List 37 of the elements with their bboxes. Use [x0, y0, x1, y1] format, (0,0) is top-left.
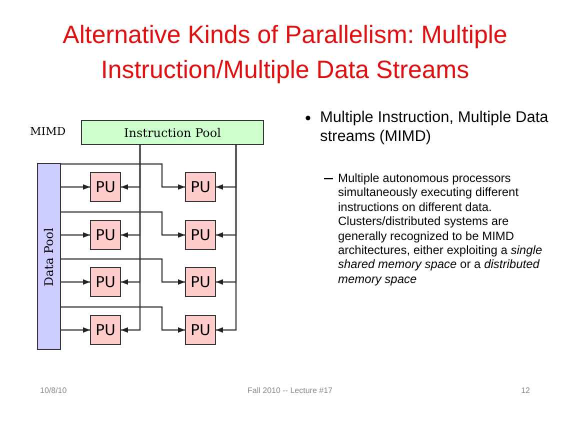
- footer-date: 10/8/10: [40, 386, 68, 395]
- arrow: [61, 163, 185, 190]
- arrow: [61, 232, 90, 238]
- arrow: [61, 184, 90, 190]
- arrow: [61, 279, 90, 285]
- processing-unit-box: [185, 267, 216, 297]
- arrow: [61, 306, 185, 333]
- node-label: PU: [95, 321, 116, 339]
- node-label: PU: [95, 178, 116, 196]
- slide-title: Alternative Kinds of Parallelism: Multiple Instruction/Multiple Data Streams: [62, 20, 508, 86]
- diagram-label: MIMD: [30, 125, 67, 138]
- node-label: PU: [190, 178, 211, 196]
- arrow: [61, 211, 185, 238]
- arrow: [121, 145, 141, 333]
- processing-unit-box: [185, 220, 216, 250]
- processing-unit-box: [185, 315, 216, 345]
- node-label: PU: [190, 321, 211, 339]
- processing-unit-box: [90, 267, 121, 297]
- footer-text: Fall 2010 -- Lecture #17: [246, 386, 334, 395]
- node-label: PU: [190, 273, 211, 291]
- node-label: Data Pool: [42, 227, 56, 286]
- processing-unit-box: [90, 220, 121, 250]
- bullet-text: Multiple autonomous processors simultaneously executing different instructions on different data. Clusters/distributed systems are generally recognized to be MIMD architectures, either exploiting a single shared memory space or a distributed memory space: [338, 171, 544, 286]
- node-label: Instruction Pool: [124, 126, 221, 140]
- instruction-pool-box: [81, 120, 264, 145]
- processing-unit-box: [185, 172, 216, 202]
- node-label: PU: [190, 226, 211, 244]
- arrow: [61, 327, 90, 333]
- arrow: [216, 145, 237, 333]
- arrow: [61, 258, 185, 285]
- node-label: PU: [95, 226, 116, 244]
- page-number: 12: [520, 386, 530, 395]
- processing-unit-box: [90, 315, 121, 345]
- processing-unit-box: [90, 172, 121, 202]
- bullet-text: Multiple Instruction, Multiple Data streams (MIMD): [320, 108, 550, 146]
- data-pool-box: [37, 163, 61, 350]
- node-label: PU: [95, 273, 116, 291]
